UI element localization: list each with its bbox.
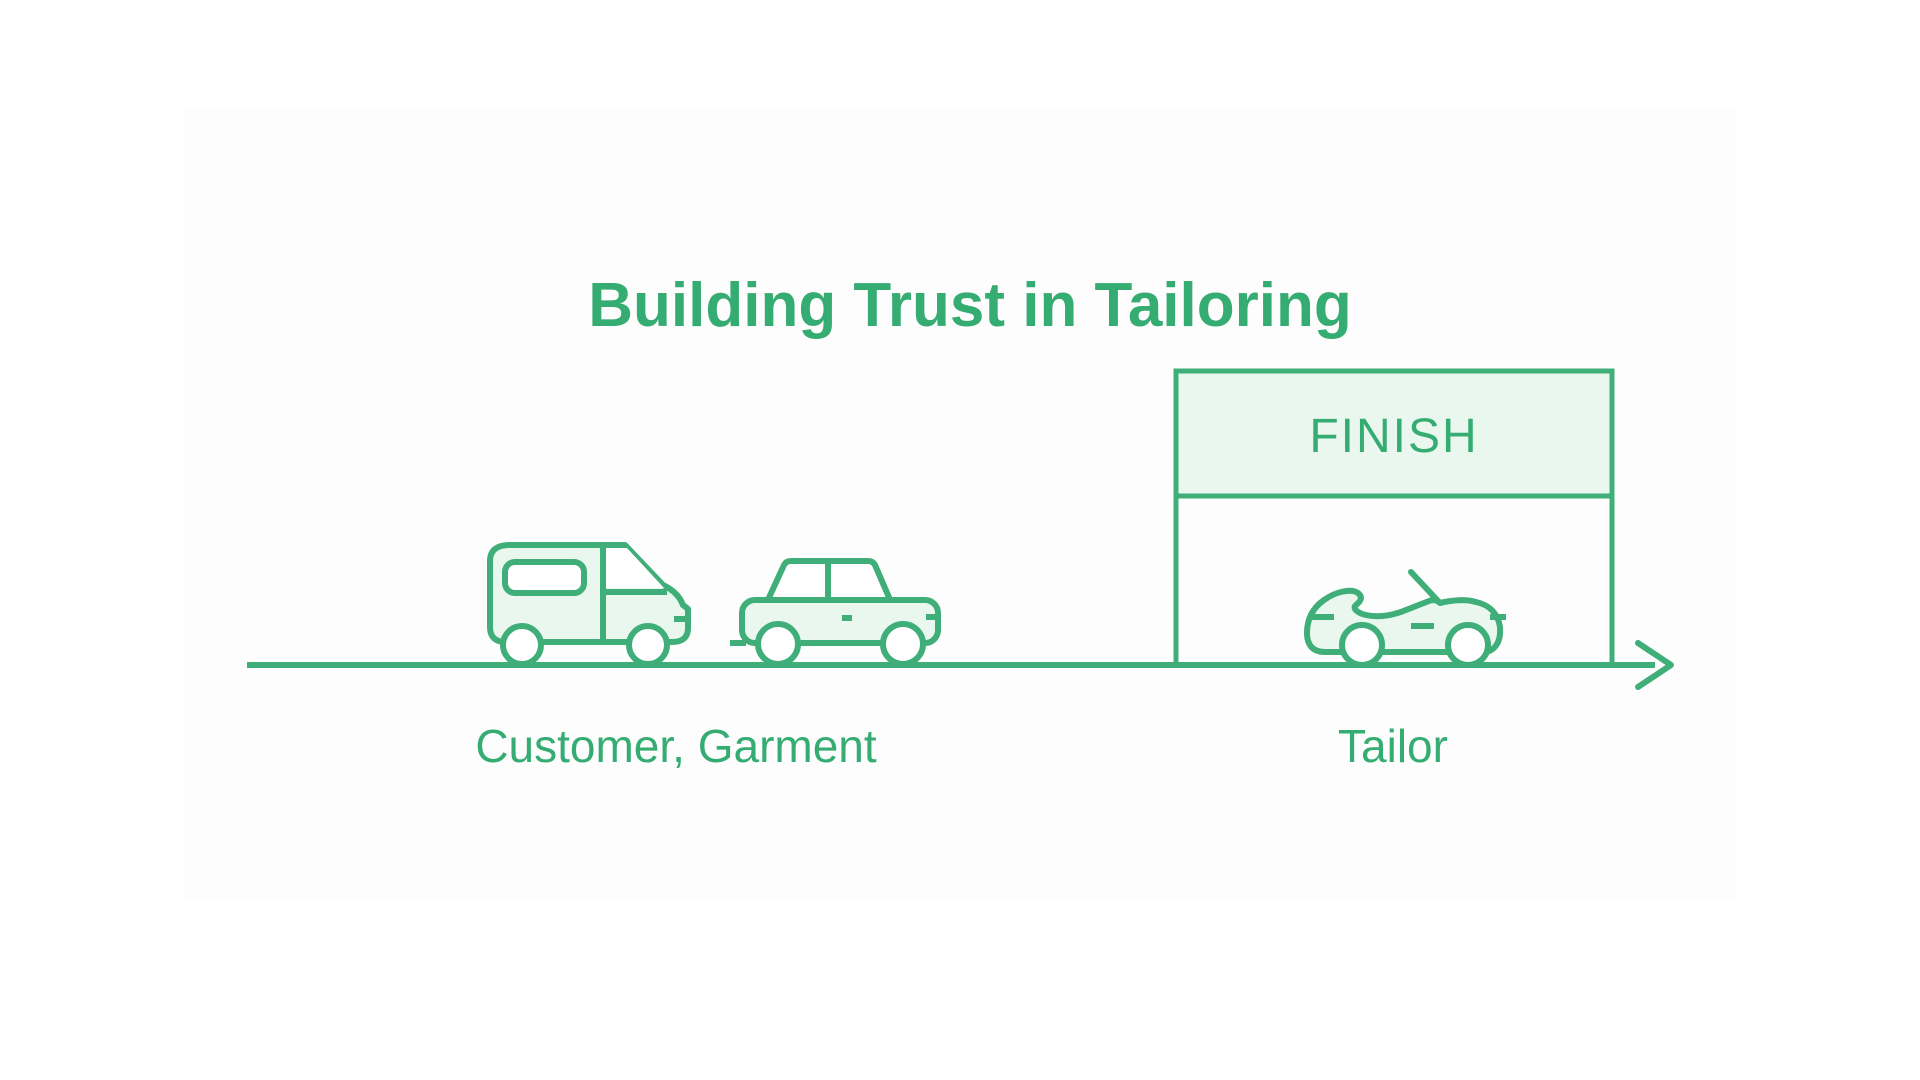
van-front-wheel xyxy=(626,623,670,667)
van-windshield xyxy=(606,548,664,588)
arrow-right-icon xyxy=(1635,640,1674,690)
van-window xyxy=(502,559,587,596)
convertible-windshield xyxy=(1408,569,1442,605)
finish-banner xyxy=(1173,368,1615,499)
finish-label: FINISH xyxy=(1309,410,1479,463)
sedan-rear-wheel xyxy=(755,621,801,667)
van-icon xyxy=(487,542,691,667)
sedan-front-wheel xyxy=(880,621,926,667)
canvas-background xyxy=(185,108,1736,899)
start-group-label: Customer, Garment xyxy=(475,720,877,772)
convertible-front-wheel xyxy=(1445,622,1491,668)
convertible-rear-wheel xyxy=(1339,622,1385,668)
page-title: Building Trust in Tailoring xyxy=(588,270,1352,340)
end-group-label: Tailor xyxy=(1338,720,1448,772)
van-rear-wheel xyxy=(500,623,544,667)
sedan-door-handle xyxy=(842,615,852,621)
convertible-icon xyxy=(1304,569,1506,668)
finish-gate xyxy=(1173,368,1615,665)
sedan-icon xyxy=(730,558,941,667)
